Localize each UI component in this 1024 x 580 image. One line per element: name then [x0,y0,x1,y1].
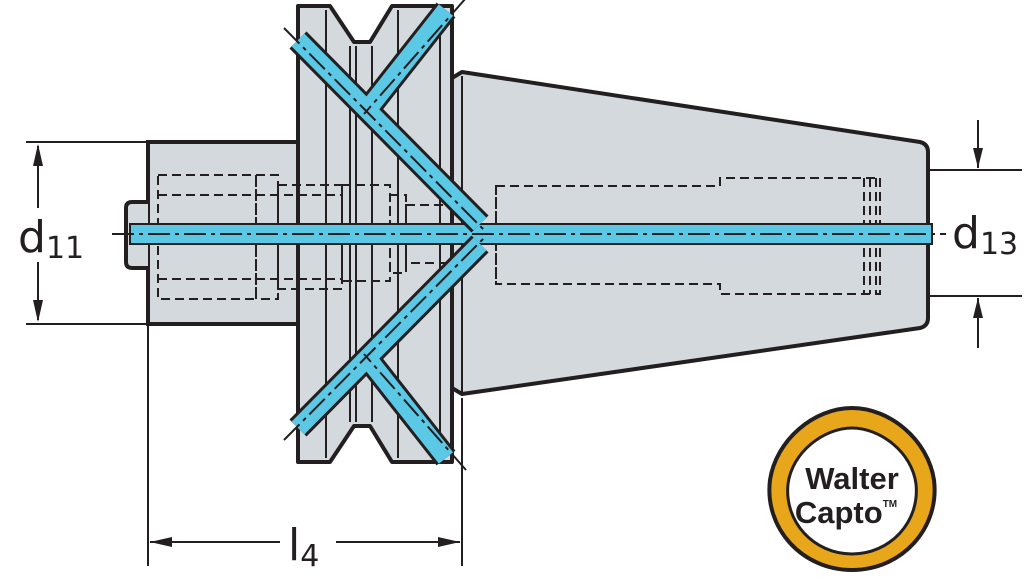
coolant-channel-diag-4 [364,358,454,464]
logo-text-walter: Walter [805,461,899,496]
label-l4: l4 [288,520,319,574]
coolant-channel-diag-3 [364,4,454,110]
logo-text-capto: CaptoTM [795,495,897,530]
dimension-l4 [147,326,463,566]
coolant-channel-diag-2 [291,237,487,435]
center-lines [112,0,946,471]
walter-capto-logo: Walter CaptoTM [767,405,937,573]
coolant-channels [112,0,946,471]
label-d13: d13 [952,208,1018,262]
label-d11: d11 [18,212,84,266]
dimension-d13 [930,120,1022,348]
coolant-channel-diag-1 [291,33,487,231]
logo-inner [786,426,918,556]
dimension-d11 [26,141,146,325]
